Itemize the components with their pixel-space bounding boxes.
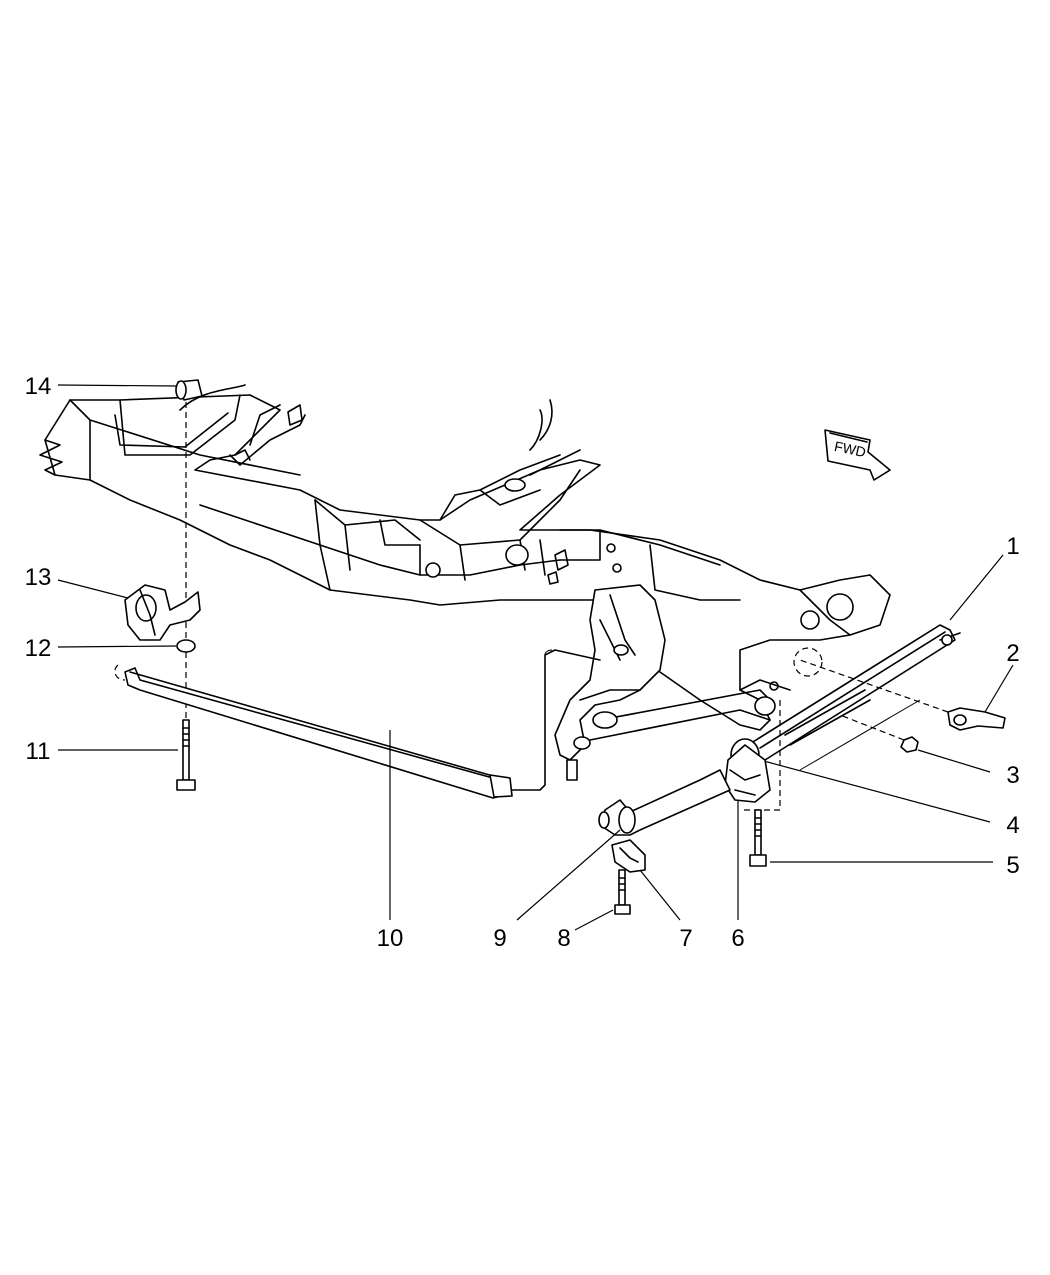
part-14-bushing [57,379,203,401]
part-6-insulator [724,744,771,920]
part-10-sway-bar [114,649,601,920]
lower-control-arm [554,584,791,781]
callout-10: 10 [377,925,404,952]
part-3-nut [839,714,991,773]
part-9-sway-bar-end [516,769,731,921]
part-5-bolt [749,809,993,867]
callout-labels: 1 2 3 4 5 6 7 8 9 10 11 12 13 14 [25,373,1020,952]
callout-2: 2 [1006,640,1019,667]
callout-1: 1 [1006,533,1019,560]
callout-13: 13 [25,564,52,591]
callout-14: 14 [25,373,52,400]
hidden-mount-line [740,700,781,811]
part-13-bracket [57,579,201,641]
callout-7: 7 [679,925,692,952]
callout-9: 9 [493,925,506,952]
frame-crossmember [39,384,891,731]
forward-direction-badge: FWD [824,429,891,481]
callout-5: 5 [1006,852,1019,879]
callout-4: 4 [1006,812,1019,839]
callout-6: 6 [731,925,744,952]
part-2-bracket [799,659,1014,731]
callout-11: 11 [26,738,51,765]
callout-3: 3 [1006,762,1019,789]
hidden-mount-circle [793,647,823,677]
part-7-clamp [611,839,681,921]
part-12-washer [57,639,196,653]
part-11-bolt [58,719,196,791]
callout-8: 8 [557,925,570,952]
callout-12: 12 [25,635,52,662]
fwd-label: FWD [833,438,868,460]
part-8-bolt [574,869,631,931]
